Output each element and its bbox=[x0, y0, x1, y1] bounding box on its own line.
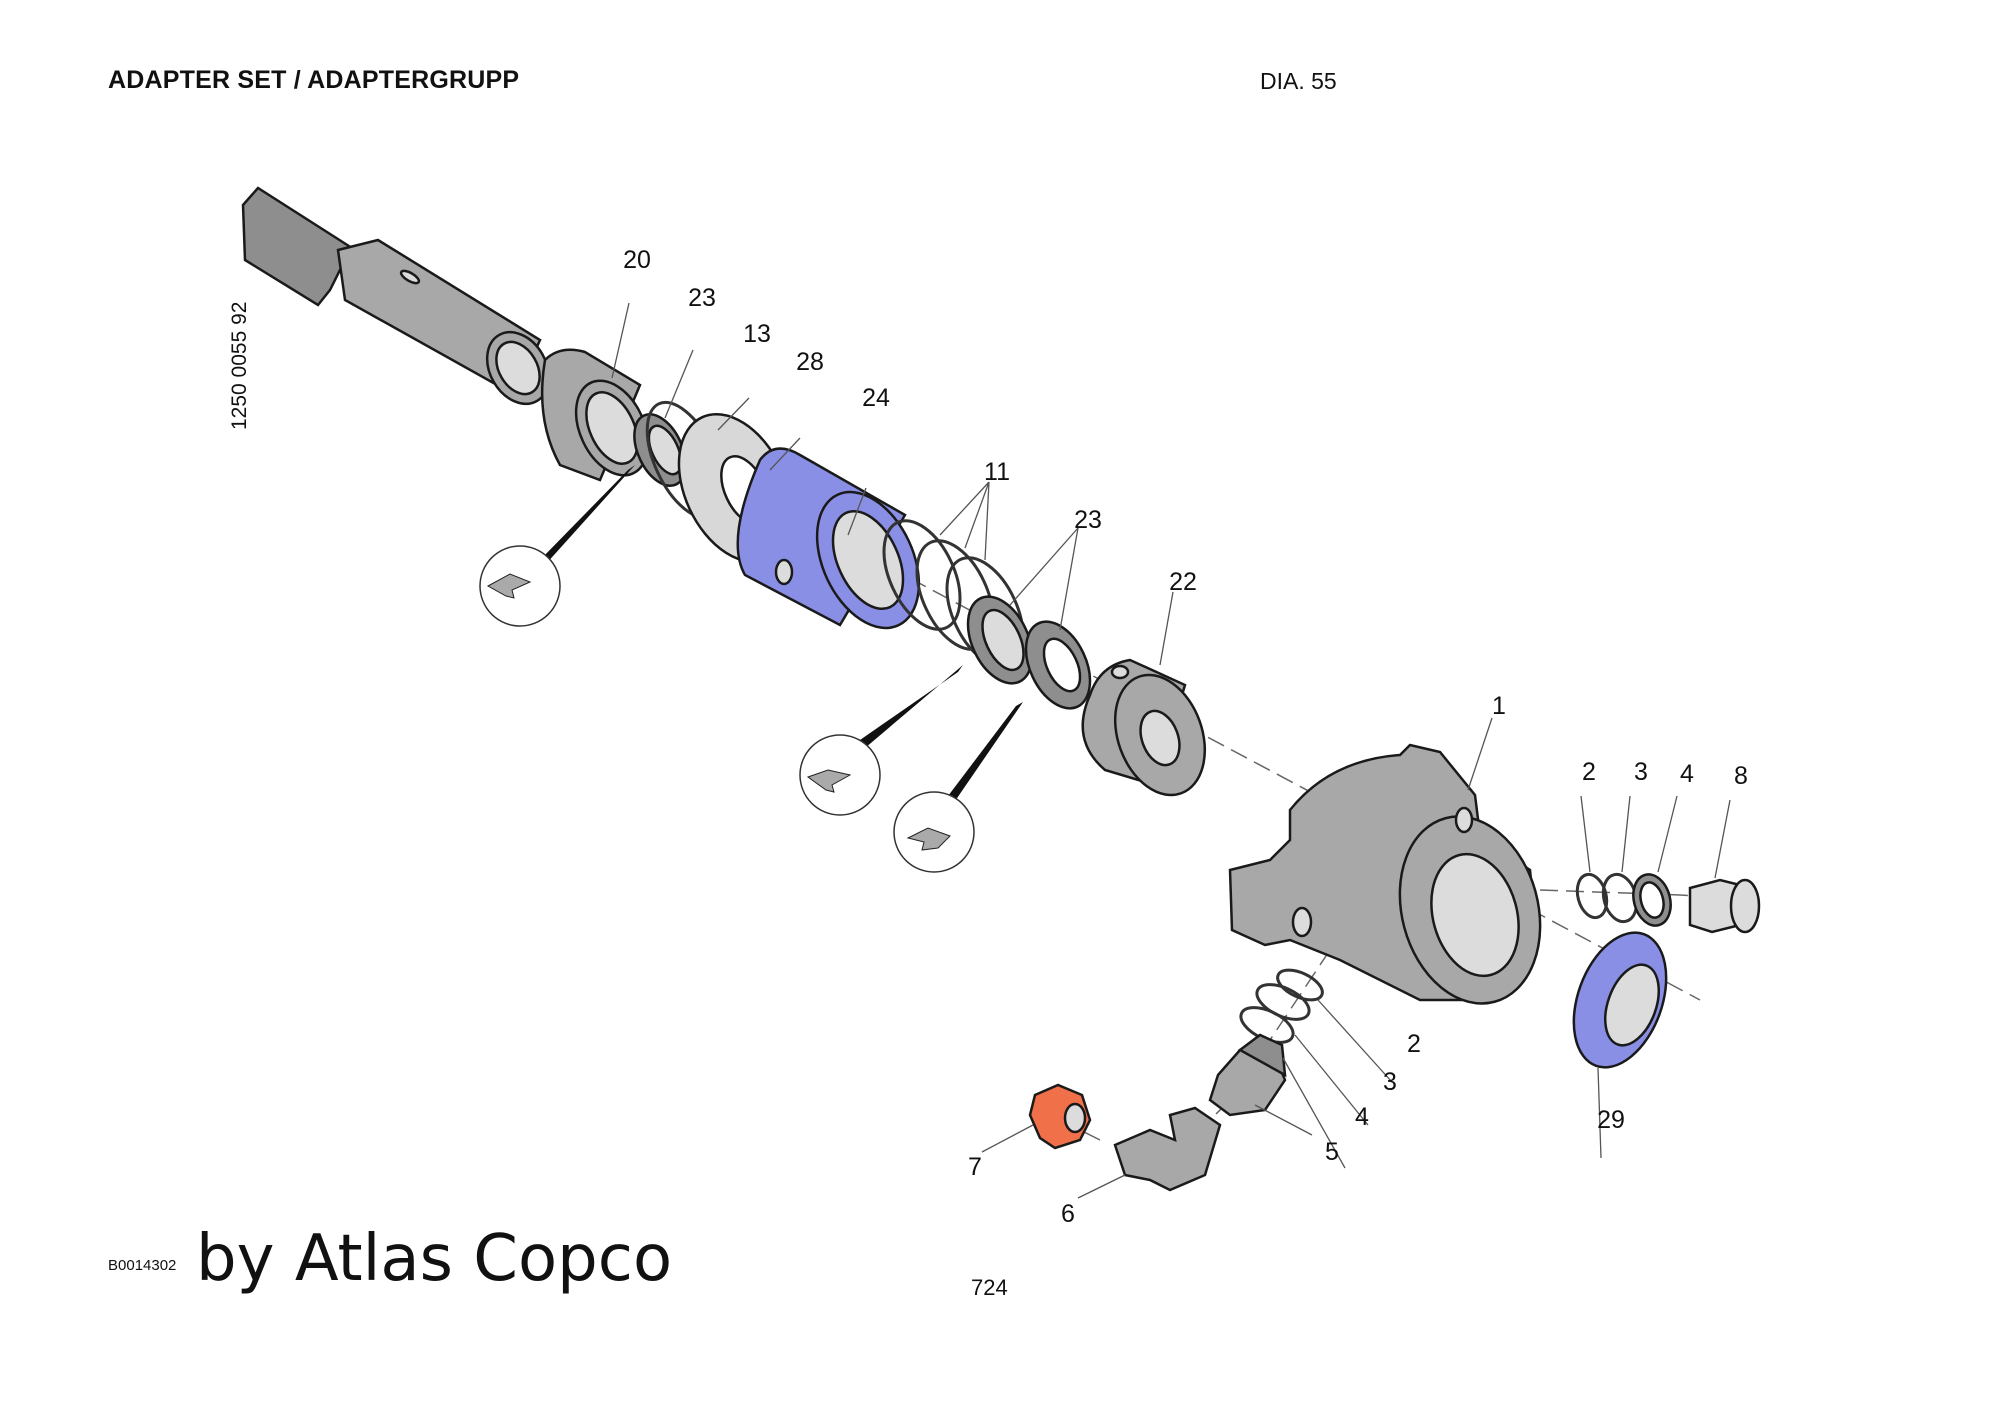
callout-28[interactable]: 28 bbox=[796, 348, 824, 376]
callout-7[interactable]: 7 bbox=[968, 1153, 982, 1181]
callout-29[interactable]: 29 bbox=[1597, 1106, 1625, 1134]
part-5-adapter[interactable] bbox=[1208, 1033, 1287, 1117]
page-number: 724 bbox=[971, 1275, 1008, 1300]
figure-id: B0014302 bbox=[108, 1257, 177, 1274]
part-20-bushing[interactable] bbox=[540, 348, 662, 487]
part-23-seals[interactable] bbox=[955, 586, 1103, 718]
callout-6[interactable]: 6 bbox=[1061, 1200, 1075, 1228]
callout-2-port[interactable]: 2 bbox=[1582, 758, 1596, 786]
callout-22[interactable]: 22 bbox=[1169, 568, 1197, 596]
diagram-title: ADAPTER SET / ADAPTERGRUPP bbox=[108, 66, 520, 94]
callout-4-fitting[interactable]: 4 bbox=[1355, 1103, 1369, 1131]
callout-3-fitting[interactable]: 3 bbox=[1383, 1068, 1397, 1096]
callout-13[interactable]: 13 bbox=[743, 320, 771, 348]
fitting-seal-set[interactable] bbox=[1236, 964, 1327, 1050]
callout-4-port[interactable]: 4 bbox=[1680, 760, 1694, 788]
callout-1[interactable]: 1 bbox=[1492, 692, 1506, 720]
callout-5[interactable]: 5 bbox=[1325, 1138, 1339, 1166]
leader-lines bbox=[611, 302, 1731, 1199]
callout-2-fitting[interactable]: 2 bbox=[1407, 1030, 1421, 1058]
detail-callout-seal-a bbox=[479, 465, 635, 627]
diagram-number: DIA. 55 bbox=[1260, 68, 1337, 94]
callout-20[interactable]: 20 bbox=[623, 246, 651, 274]
port-seal-set[interactable] bbox=[1573, 870, 1676, 930]
detail-callout-seal-b bbox=[799, 665, 963, 816]
callout-11[interactable]: 11 bbox=[984, 458, 1010, 486]
brand-watermark: by Atlas Copco bbox=[196, 1222, 673, 1296]
part-shaft[interactable] bbox=[241, 186, 561, 415]
detail-callout-seal-c bbox=[893, 702, 1023, 873]
callout-3-port[interactable]: 3 bbox=[1634, 758, 1648, 786]
part-1-housing[interactable] bbox=[1228, 743, 1560, 1019]
part-8-plug[interactable] bbox=[1688, 878, 1761, 934]
callout-24[interactable]: 24 bbox=[862, 384, 890, 412]
part-22-collar[interactable] bbox=[1081, 658, 1221, 808]
callout-23-lower[interactable]: 23 bbox=[1074, 506, 1102, 534]
part-29-flange[interactable] bbox=[1557, 920, 1684, 1080]
callout-23-upper[interactable]: 23 bbox=[688, 284, 716, 312]
callout-8[interactable]: 8 bbox=[1734, 762, 1748, 790]
part-6-elbow[interactable] bbox=[1113, 1106, 1222, 1192]
part-7-nut[interactable] bbox=[1028, 1083, 1092, 1150]
